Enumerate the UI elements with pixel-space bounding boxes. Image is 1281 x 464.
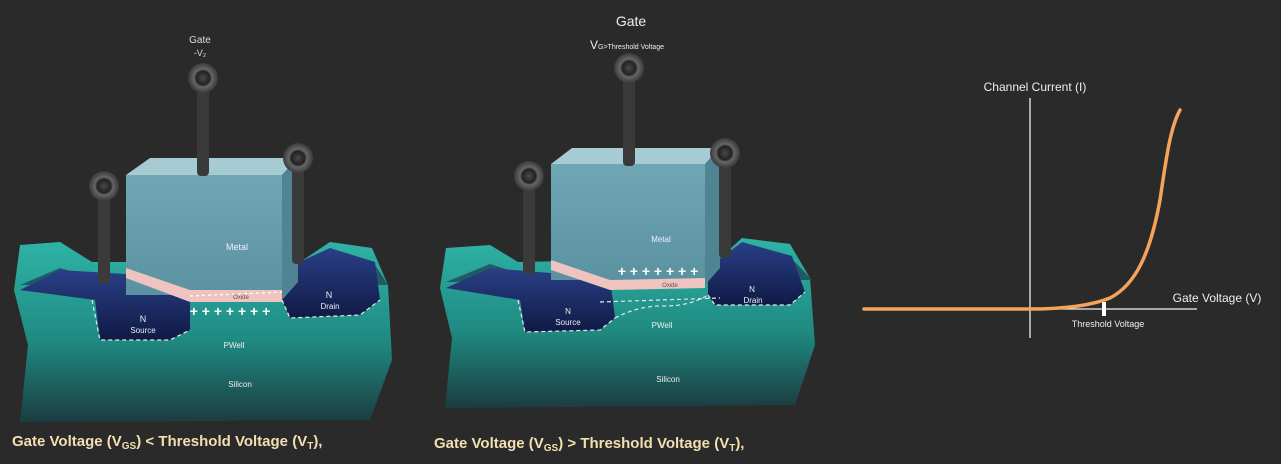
threshold-marker: [1102, 302, 1106, 316]
metal-cube-top: [126, 158, 298, 175]
diagram-left: Gate -V₂ Metal Oxide + + + + + + + N Sou…: [14, 35, 392, 422]
n-source-outline: [91, 299, 191, 341]
n-source-region: [446, 268, 615, 332]
caption-right-post: ),: [735, 435, 745, 452]
caption-right-sub2: T: [729, 443, 736, 454]
silicon-label: Silicon: [228, 380, 252, 389]
oxide-label: Oxide: [662, 283, 678, 289]
source-pole: [523, 182, 535, 274]
gate-sub-rest: G>Threshold Voltage: [598, 44, 664, 51]
metal-label: Metal: [226, 242, 248, 252]
source-knob-icon: [89, 171, 119, 201]
metal-label: Metal: [651, 235, 671, 244]
gate-pole: [197, 84, 209, 176]
drain-knob-icon: [283, 143, 313, 173]
pwell-label: PWell: [224, 341, 245, 350]
gate-sub-main: V: [590, 38, 598, 52]
channel-boundary: [614, 294, 709, 319]
source-knob-icon: [514, 161, 544, 191]
iv-graph: Channel Current (I) Gate Voltage (V) Thr…: [862, 80, 1262, 338]
channel-outline: [599, 297, 721, 303]
gate-sub-label: -V₂: [194, 48, 207, 58]
caption-left-sub2: T: [307, 441, 314, 452]
metal-cube-top: [551, 148, 720, 164]
y-axis-label: Channel Current (I): [984, 80, 1087, 94]
oxide-layer: [551, 260, 705, 290]
silicon-label: Silicon: [656, 375, 680, 384]
oxide-label: Oxide: [233, 295, 249, 301]
drain-pole: [292, 164, 304, 264]
metal-cube-side: [705, 148, 720, 285]
n-drain-region: [282, 248, 380, 318]
threshold-label: Threshold Voltage: [1072, 319, 1145, 329]
metal-cube-front: [551, 164, 705, 280]
caption-left: Gate Voltage (VGS) < Threshold Voltage (…: [12, 433, 322, 452]
drain-knob-icon: [710, 138, 740, 168]
source-pole: [98, 192, 110, 284]
drain-label: Drain: [320, 302, 339, 311]
caption-left-post: ),: [313, 433, 323, 450]
gate-pole: [623, 74, 635, 166]
gate-sub-label: VG>Threshold Voltage: [590, 38, 664, 52]
iv-curve: [862, 108, 1182, 311]
x-axis-label: Gate Voltage (V): [1173, 291, 1262, 305]
charges: + + + + + + +: [618, 263, 699, 279]
caption-right: Gate Voltage (VGS) > Threshold Voltage (…: [434, 435, 744, 454]
drain-n-label: N: [326, 290, 333, 300]
drain-label: Drain: [743, 296, 762, 305]
caption-right-mid: ) > Threshold Voltage (V: [558, 435, 730, 452]
diagram-right: Gate VG>Threshold Voltage Metal Oxide + …: [440, 13, 815, 408]
charges: + + + + + + +: [190, 303, 271, 319]
source-n-label: N: [565, 307, 571, 316]
caption-right-pre: Gate Voltage (V: [434, 435, 544, 452]
gate-label: Gate: [616, 13, 647, 29]
source-n-label: N: [140, 314, 147, 324]
caption-left-pre: Gate Voltage (V: [12, 433, 122, 450]
source-label: Source: [130, 326, 156, 335]
caption-left-mid: ) < Threshold Voltage (V: [136, 433, 308, 450]
n-drain-outline: [707, 291, 806, 306]
n-source-outline: [517, 299, 616, 333]
oxide-layer: [126, 268, 282, 302]
n-drain-region: [708, 242, 805, 305]
caption-left-sub1: GS: [121, 441, 137, 452]
gate-knob-icon: [614, 53, 644, 83]
gate-knob-icon: [188, 63, 218, 93]
source-label: Source: [555, 318, 581, 327]
metal-cube-front: [126, 175, 282, 295]
drain-pole: [719, 160, 731, 258]
caption-right-sub1: GS: [543, 443, 559, 454]
drain-n-label: N: [749, 285, 755, 294]
gate-label: Gate: [189, 35, 211, 46]
n-drain-outline: [281, 299, 381, 319]
pwell-label: PWell: [652, 321, 673, 330]
